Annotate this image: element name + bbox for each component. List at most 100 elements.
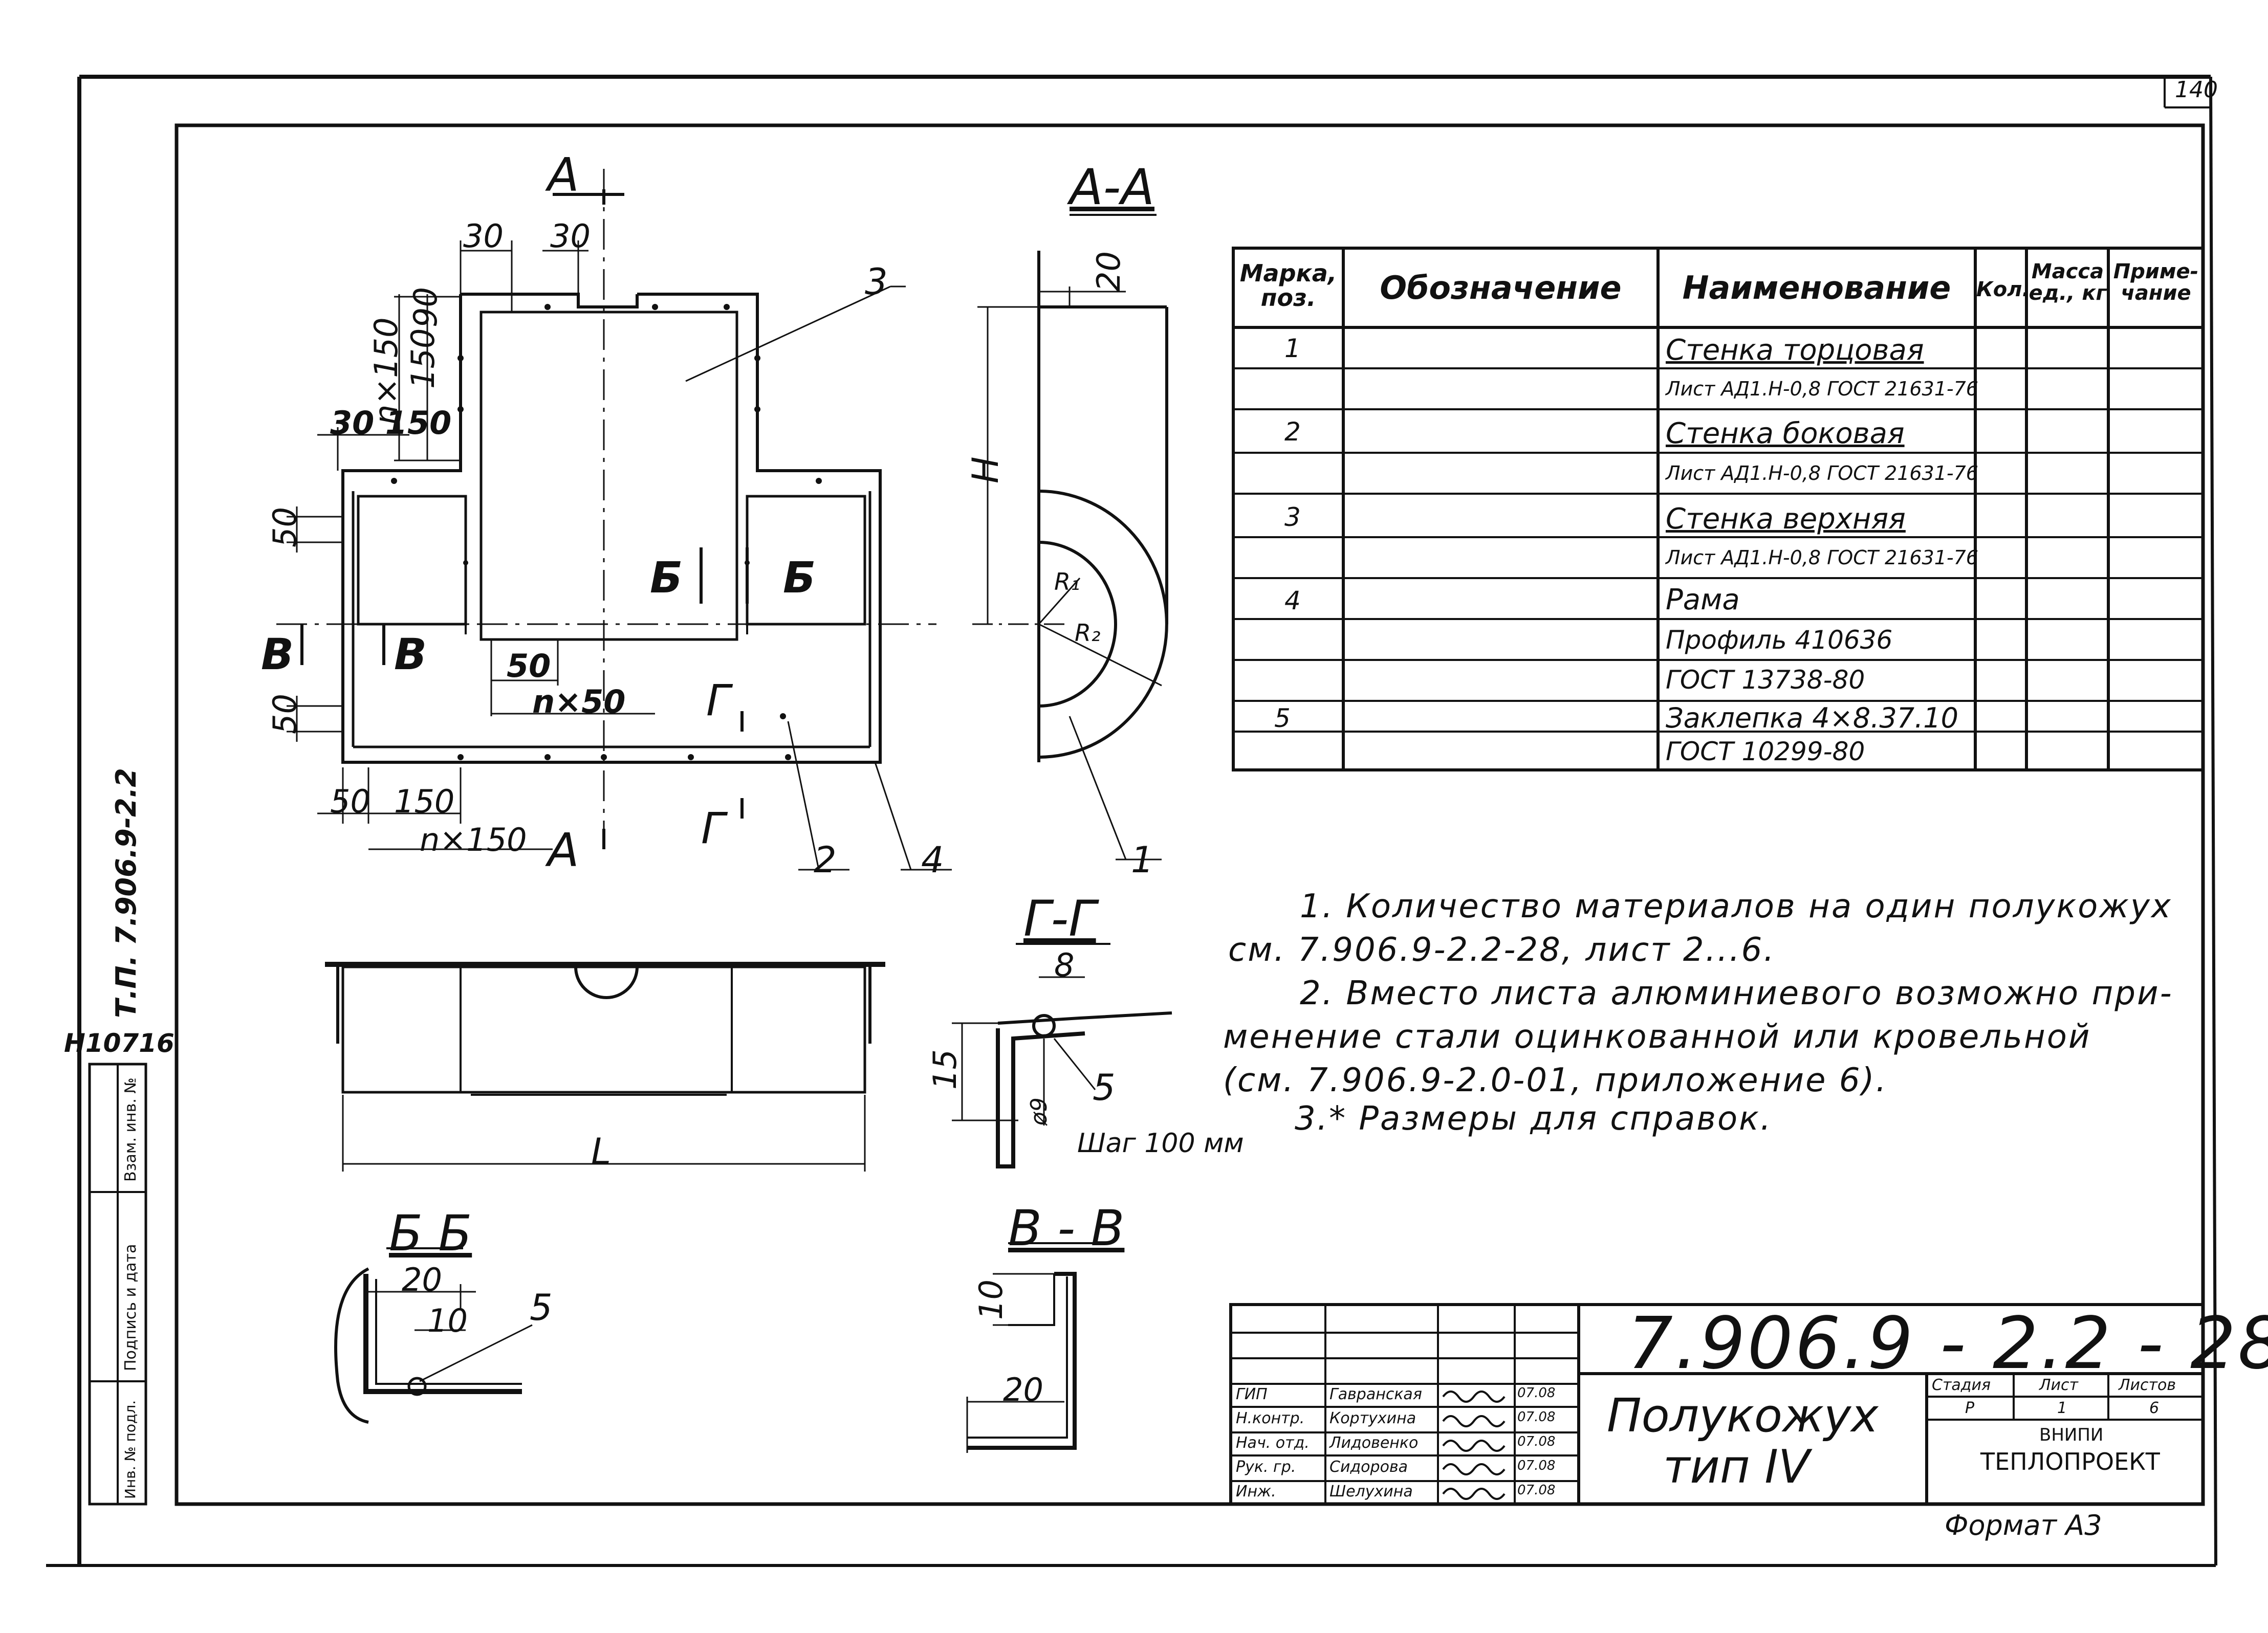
drawing-title-line-1: Полукожух (1607, 1389, 1879, 1443)
section-gg-title: Г-Г (1023, 890, 1096, 947)
dim-gg-8: 8 (1054, 946, 1075, 984)
spec-row-1-name: Стенка торцовая (1666, 334, 1924, 367)
signer-2-name: Кортухина (1329, 1409, 1416, 1427)
dim-n150-bottom: n×150 (420, 821, 527, 858)
section-vv-title: В - В (1008, 1200, 1125, 1257)
cut-mark-v-right: В (394, 629, 427, 679)
organization-line-1: ВНИПИ (2039, 1425, 2104, 1445)
signer-3-date: 07.08 (1517, 1434, 1556, 1449)
spec-row-3-name: Стенка боковая (1666, 417, 1905, 450)
dim-vv-20: 20 (1003, 1371, 1043, 1408)
signer-4-name: Сидорова (1329, 1458, 1408, 1476)
spec-header-note: Приме-чание (2113, 260, 2199, 305)
position-5-gg: 5 (1093, 1067, 1116, 1109)
signer-5-date: 07.08 (1517, 1483, 1556, 1498)
cut-mark-v-left: В (261, 629, 294, 679)
dim-50-inner: 50 (507, 647, 551, 685)
spec-row-7-mark: 4 (1284, 586, 1301, 615)
spec-row-4-name: Лист АД1.Н-0,8 ГОСТ 21631-76 (1666, 462, 1978, 484)
spec-row-6-name: Лист АД1.Н-0,8 ГОСТ 21631-76 (1666, 546, 1978, 569)
spec-header-mass: Масса ед., кг (2029, 260, 2107, 305)
position-3: 3 (865, 261, 888, 303)
drawing-title-line-2: тип IV (1663, 1440, 1810, 1494)
rivet-step-note: Шаг 100 мм (1077, 1128, 1244, 1159)
signer-1-date: 07.08 (1517, 1385, 1556, 1401)
radius-r1: R₁ (1054, 568, 1080, 595)
position-5-bb: 5 (530, 1287, 553, 1329)
format-label: Формат А3 (1945, 1509, 2102, 1541)
spec-row-2-name: Лист АД1.Н-0,8 ГОСТ 21631-76 (1666, 378, 1978, 400)
dim-bb-10: 10 (427, 1302, 468, 1339)
spec-row-10-mark: 5 (1274, 703, 1291, 733)
sheets-label: Листов (2119, 1376, 2176, 1394)
section-mark-a-bottom: А (548, 824, 579, 877)
note-line-5: (см. 7.906.9-2.0-01, приложение 6). (1223, 1062, 1888, 1099)
document-code: 7.906.9 - 2.2 - 28 (1627, 1302, 2268, 1385)
signer-5-role: Инж. (1236, 1483, 1276, 1500)
spec-row-7-name: Рама (1666, 583, 1740, 616)
section-aa-title: А-А (1070, 159, 1154, 216)
signer-1-role: ГИП (1236, 1385, 1268, 1403)
spec-row-1-mark: 1 (1284, 334, 1301, 363)
cut-mark-g-bottom: Г (701, 803, 725, 853)
signer-4-date: 07.08 (1517, 1458, 1556, 1473)
note-line-6: 3.* Размеры для справок. (1295, 1100, 1773, 1138)
spec-header-name: Наименование (1682, 269, 1951, 306)
dim-150-bottom: 150 (394, 783, 455, 820)
note-line-1: 1. Количество материалов на один полукож… (1300, 888, 2172, 925)
dim-front-l: L (591, 1131, 611, 1173)
spec-row-10-name: Заклепка 4×8.37.10 (1666, 702, 1958, 734)
dim-30-150: 30 150 (330, 404, 452, 442)
dim-bb-20: 20 (402, 1261, 442, 1298)
note-line-3: 2. Вместо листа алюминиевого возможно пр… (1300, 975, 2173, 1012)
spec-row-3-mark: 2 (1284, 417, 1301, 447)
spec-header-designation: Обозначение (1380, 269, 1622, 306)
signer-5-name: Шелухина (1329, 1483, 1413, 1500)
stage-label: Стадия (1932, 1376, 1991, 1394)
sheet-corner-number: 140 (2175, 77, 2218, 103)
signer-4-role: Рук. гр. (1236, 1458, 1296, 1476)
dim-50-bottom: 50 (330, 783, 370, 820)
organization-line-2: ТЕПЛОПРОЕКТ (1980, 1448, 2160, 1475)
cut-mark-b-right: Б (783, 553, 816, 603)
section-bb-title: Б Б (389, 1205, 472, 1262)
inventory-number: Н10716 (64, 1028, 175, 1058)
spec-row-5-mark: 3 (1284, 502, 1301, 532)
signer-1-name: Гавранская (1329, 1385, 1422, 1403)
spec-row-8-name: Профиль 410636 (1666, 625, 1893, 655)
signer-3-name: Лидовенко (1329, 1434, 1419, 1452)
signer-3-role: Нач. отд. (1236, 1434, 1310, 1452)
cut-mark-b-left: Б (650, 553, 683, 603)
signer-2-role: Н.контр. (1236, 1409, 1305, 1427)
stage-value: Р (1965, 1399, 1975, 1417)
cut-mark-g-top: Г (706, 675, 730, 725)
spec-row-11-name: ГОСТ 10299-80 (1666, 737, 1865, 766)
note-line-2: см. 7.906.9-2.2-28, лист 2...6. (1228, 931, 1776, 969)
dim-30-b: 30 (550, 217, 591, 255)
spec-row-9-name: ГОСТ 13738-80 (1666, 665, 1865, 695)
sheets-value: 6 (2149, 1399, 2160, 1417)
dim-n50: n×50 (532, 683, 626, 720)
sheet-value: 1 (2057, 1399, 2067, 1417)
position-2: 2 (814, 839, 837, 881)
signer-2-date: 07.08 (1517, 1409, 1556, 1425)
spec-row-5-name: Стенка верхняя (1666, 502, 1906, 536)
position-4: 4 (921, 839, 944, 881)
spec-header-mark: Марка, поз. (1239, 259, 1337, 312)
note-line-4: менение стали оцинкованной или кровельно… (1223, 1018, 2091, 1056)
spec-header-qty: Кол. (1976, 278, 2030, 301)
section-mark-a-top: А (548, 148, 579, 202)
sheet-label: Лист (2039, 1376, 2079, 1394)
dim-30-a: 30 (463, 217, 504, 255)
